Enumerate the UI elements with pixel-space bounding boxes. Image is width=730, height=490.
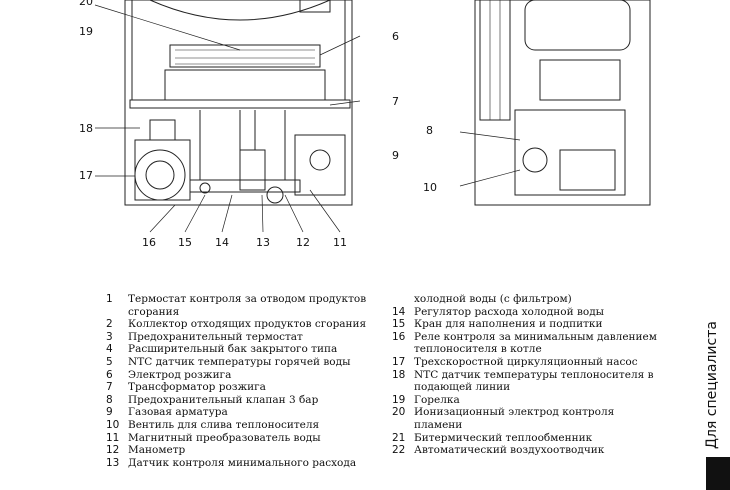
callout-9: 9 <box>392 149 399 162</box>
legend-item: 17 Трехскоростной циркуляционный насос <box>392 356 672 369</box>
legend-text: Регулятор расхода холодной воды <box>414 305 605 318</box>
callout-14: 14 <box>215 236 229 249</box>
legend-item: 5 NTC датчик температуры горячей воды <box>106 356 391 369</box>
legend-number: 19 <box>392 393 406 406</box>
callout-16: 16 <box>142 236 156 249</box>
callout-20: 20 <box>79 0 93 8</box>
legend-number: 12 <box>106 444 120 457</box>
callout-13: 13 <box>256 236 270 249</box>
legend-item: 12 Манометр <box>106 444 391 457</box>
legend-number: 5 <box>106 355 113 368</box>
legend-text: Реле контроля за минимальным давлением <box>414 330 657 343</box>
legend-text: Трехскоростной циркуляционный насос <box>414 355 638 368</box>
legend-item: 11 Магнитный преобразователь воды <box>106 432 391 445</box>
legend-item: 13 Датчик контроля минимального расхода <box>106 457 391 470</box>
legend-number: 11 <box>106 431 120 444</box>
callout-18: 18 <box>79 122 93 135</box>
legend-number: 9 <box>106 406 113 419</box>
legend-text: Датчик контроля минимального расхода <box>128 456 357 469</box>
legend-number: 15 <box>392 318 406 331</box>
legend-item: 10 Вентиль для слива теплоносителя <box>106 419 391 432</box>
legend-item: 8 Предохранительный клапан 3 бар <box>106 394 391 407</box>
legend-number: 10 <box>106 418 120 431</box>
legend-left: 1 Термостат контроля за отводом продуктов… <box>106 293 391 469</box>
legend-item: 14 Регулятор расхода холодной воды <box>392 306 672 319</box>
legend-item: 21 Битермический теплообменник <box>392 432 672 445</box>
legend-text-continued: теплоносителя в котле <box>414 343 542 356</box>
legend-item: 18 NTC датчик температуры теплоносителя в <box>392 369 672 382</box>
callout-10: 10 <box>423 181 437 194</box>
legend-item: 15 Кран для наполнения и подпитки <box>392 318 672 331</box>
legend-item: 19 Горелка <box>392 394 672 407</box>
legend-text: NTC датчик температуры теплоносителя в <box>414 368 654 381</box>
legend-number: 22 <box>392 444 406 457</box>
legend-item: 1 Термостат контроля за отводом продуктов <box>106 293 391 306</box>
legend-text-continued: пламени <box>414 418 463 431</box>
legend-number: 17 <box>392 355 406 368</box>
legend-item: 7 Трансформатор розжига <box>106 381 391 394</box>
legend-number: 3 <box>106 330 113 343</box>
callout-7: 7 <box>392 95 399 108</box>
callout-17: 17 <box>79 169 93 182</box>
legend-number: 21 <box>392 431 406 444</box>
legend-number: 1 <box>106 293 113 305</box>
legend-item: 16 Реле контроля за минимальным давлением <box>392 331 672 344</box>
legend-text-continued: сгорания <box>128 305 180 318</box>
legend-text: Кран для наполнения и подпитки <box>414 318 603 331</box>
legend-number: 18 <box>392 368 406 381</box>
section-marker <box>706 457 730 490</box>
legend-item: 22 Автоматический воздухоотводчик <box>392 444 672 457</box>
callout-6: 6 <box>392 30 399 43</box>
legend-text: Манометр <box>128 444 186 457</box>
legend-text: Коллектор отходящих продуктов сгорания <box>128 318 367 331</box>
legend-text: NTC датчик температуры горячей воды <box>128 355 351 368</box>
legend-right: холодной воды (с фильтром) 14 Регулятор р… <box>392 293 672 457</box>
callout-15: 15 <box>178 236 192 249</box>
boiler-front-view <box>94 0 361 233</box>
legend-number: 7 <box>106 381 113 394</box>
legend-text: Электрод розжига <box>128 368 232 381</box>
legend-text: Битермический теплообменник <box>414 431 593 444</box>
legend-number: 20 <box>392 406 406 419</box>
legend-text: Предохранительный термостат <box>128 330 303 343</box>
legend-item: 4 Расширительный бак закрытого типа <box>106 343 391 356</box>
legend-text-continued: подающей линии <box>414 381 511 394</box>
legend-number: 4 <box>106 343 113 356</box>
legend-item: 6 Электрод розжига <box>106 369 391 382</box>
legend-continuation: холодной воды (с фильтром) <box>414 293 572 305</box>
legend-item: 20 Ионизационный электрод контроля <box>392 406 672 419</box>
legend-number: 6 <box>106 368 113 381</box>
legend-text: Ионизационный электрод контроля <box>414 406 615 419</box>
legend-text: Вентиль для слива теплоносителя <box>128 418 320 431</box>
boiler-diagram <box>94 0 651 233</box>
legend-text: Магнитный преобразователь воды <box>128 431 321 444</box>
legend-text: Газовая арматура <box>128 406 228 419</box>
legend-number: 2 <box>106 318 113 331</box>
boiler-side-view <box>459 0 651 206</box>
legend-text: Расширительный бак закрытого типа <box>128 343 338 356</box>
callout-11: 11 <box>333 236 347 249</box>
legend-number: 14 <box>392 305 406 318</box>
section-tab-label: Для специалиста <box>704 321 720 449</box>
legend-text: Трансформатор розжига <box>128 381 266 394</box>
section-tab: Для специалиста <box>697 321 727 449</box>
legend-item: 3 Предохранительный термостат <box>106 331 391 344</box>
legend-text: Горелка <box>414 393 460 406</box>
legend-number: 13 <box>106 456 120 469</box>
legend-text: Автоматический воздухоотводчик <box>414 444 605 457</box>
callout-12: 12 <box>296 236 310 249</box>
callout-19: 19 <box>79 25 93 38</box>
legend-item: 2 Коллектор отходящих продуктов сгорания <box>106 318 391 331</box>
legend-number: 8 <box>106 393 113 406</box>
legend-item: 9 Газовая арматура <box>106 406 391 419</box>
legend-text: Термостат контроля за отводом продуктов <box>128 293 367 305</box>
legend-text: Предохранительный клапан 3 бар <box>128 393 319 406</box>
callout-8: 8 <box>426 124 433 137</box>
legend-number: 16 <box>392 330 406 343</box>
